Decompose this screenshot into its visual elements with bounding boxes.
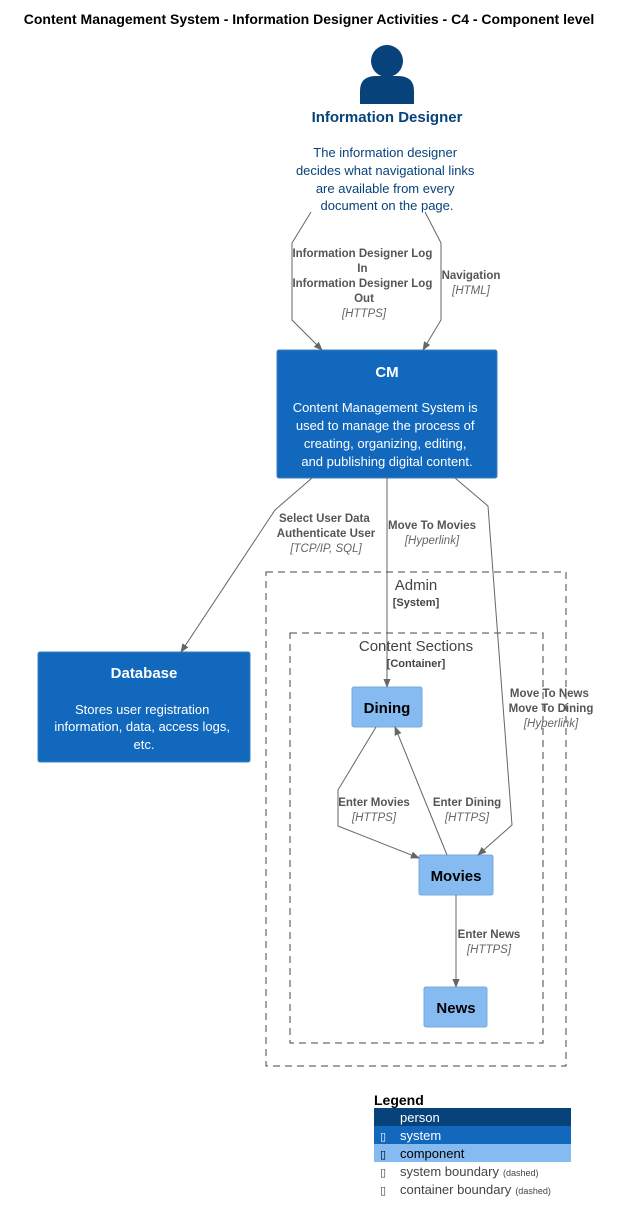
edge-enter-dining — [394, 726, 448, 856]
dining-component[interactable]: Dining — [351, 686, 423, 728]
cm-description: Content Management System is used to man… — [293, 400, 482, 469]
admin-boundary-type: [System] — [393, 597, 440, 609]
cm-name: CM — [375, 364, 398, 381]
svg-text:person: person — [400, 1110, 440, 1125]
person-information-designer[interactable]: Information Designer The information des… — [296, 45, 478, 213]
content-boundary-type: [Container] — [387, 658, 446, 670]
admin-boundary-name: Admin — [395, 577, 438, 594]
legend-item-system: ▯ system — [374, 1126, 571, 1144]
news-name: News — [436, 1000, 475, 1017]
svg-text:[HTTPS]: [HTTPS] — [466, 944, 512, 956]
edge-navigation — [422, 211, 442, 351]
cm-system[interactable]: CM Content Management System is used to … — [276, 349, 498, 479]
edge-move-news — [454, 477, 513, 856]
svg-text:component: component — [400, 1146, 465, 1161]
svg-text:Information Designer Log: Information Designer Log In Information … — [292, 248, 435, 305]
svg-text:system: system — [400, 1128, 441, 1143]
svg-text:[HTML]: [HTML] — [451, 285, 491, 297]
database-system[interactable]: Database Stores user registration inform… — [37, 651, 251, 763]
svg-text:Select User Data Authent: Select User Data Authenticate User — [277, 513, 376, 540]
label-move-movies: Move To Movies [Hyperlink] — [388, 520, 476, 547]
edge-select-user — [180, 477, 313, 653]
legend-item-component: ▯ component — [374, 1144, 571, 1162]
movies-component[interactable]: Movies — [418, 854, 494, 896]
label-navigation: Navigation [HTML] — [442, 270, 501, 297]
svg-text:Enter Movies: Enter Movies — [338, 797, 410, 809]
svg-text:system boundary(dashed): system boundary(dashed) — [400, 1164, 539, 1179]
svg-text:Enter News: Enter News — [458, 929, 521, 941]
svg-text:[HTTPS]: [HTTPS] — [351, 812, 397, 824]
label-enter-news: Enter News [HTTPS] — [458, 929, 521, 956]
legend-component-icon: ▯ — [380, 1148, 386, 1161]
label-enter-movies: Enter Movies [HTTPS] — [338, 797, 410, 824]
diagram-title: Content Management System - Information … — [24, 11, 594, 27]
database-name: Database — [111, 665, 178, 682]
svg-text:Enter Dining: Enter Dining — [433, 797, 501, 809]
legend-system-icon: ▯ — [380, 1130, 386, 1143]
edge-login — [291, 211, 323, 351]
database-description: Stores user registration information, da… — [54, 702, 233, 752]
legend-system-boundary-icon: ▯ — [380, 1166, 386, 1179]
admin-system-boundary: Admin [System] — [265, 571, 567, 1067]
legend: Legend person ▯ system ▯ component ▯ sys… — [374, 1092, 571, 1197]
person-description: The information designer decides what na… — [296, 145, 478, 213]
label-move-news: Move To News Move To Dining [Hyperlink] — [509, 688, 594, 730]
movies-name: Movies — [431, 868, 482, 885]
legend-item-person: person — [374, 1108, 571, 1126]
label-enter-dining: Enter Dining [HTTPS] — [433, 797, 501, 824]
edge-enter-movies — [337, 726, 420, 859]
svg-text:[TCP/IP, SQL]: [TCP/IP, SQL] — [289, 543, 362, 555]
svg-text:Move To News Move To Din: Move To News Move To Dining — [509, 688, 594, 715]
label-select-user: Select User Data Authenticate User [TCP/… — [277, 513, 376, 555]
person-icon — [360, 45, 414, 104]
legend-container-boundary-icon: ▯ — [380, 1184, 386, 1197]
svg-text:[Hyperlink]: [Hyperlink] — [404, 535, 460, 547]
svg-text:[HTTPS]: [HTTPS] — [444, 812, 490, 824]
label-login: Information Designer Log In Information … — [292, 248, 435, 320]
legend-title: Legend — [374, 1092, 424, 1108]
legend-item-container-boundary: ▯ container boundary(dashed) — [380, 1182, 551, 1197]
legend-item-system-boundary: ▯ system boundary(dashed) — [380, 1164, 539, 1179]
svg-text:Move To Movies: Move To Movies — [388, 520, 476, 532]
svg-text:[HTTPS]: [HTTPS] — [341, 308, 387, 320]
svg-text:[Hyperlink]: [Hyperlink] — [523, 718, 579, 730]
news-component[interactable]: News — [423, 986, 488, 1028]
person-name: Information Designer — [312, 109, 463, 126]
svg-text:Navigation: Navigation — [442, 270, 501, 282]
svg-text:container boundary(dashed): container boundary(dashed) — [400, 1182, 551, 1197]
dining-name: Dining — [364, 700, 411, 717]
content-boundary-name: Content Sections — [359, 638, 473, 655]
